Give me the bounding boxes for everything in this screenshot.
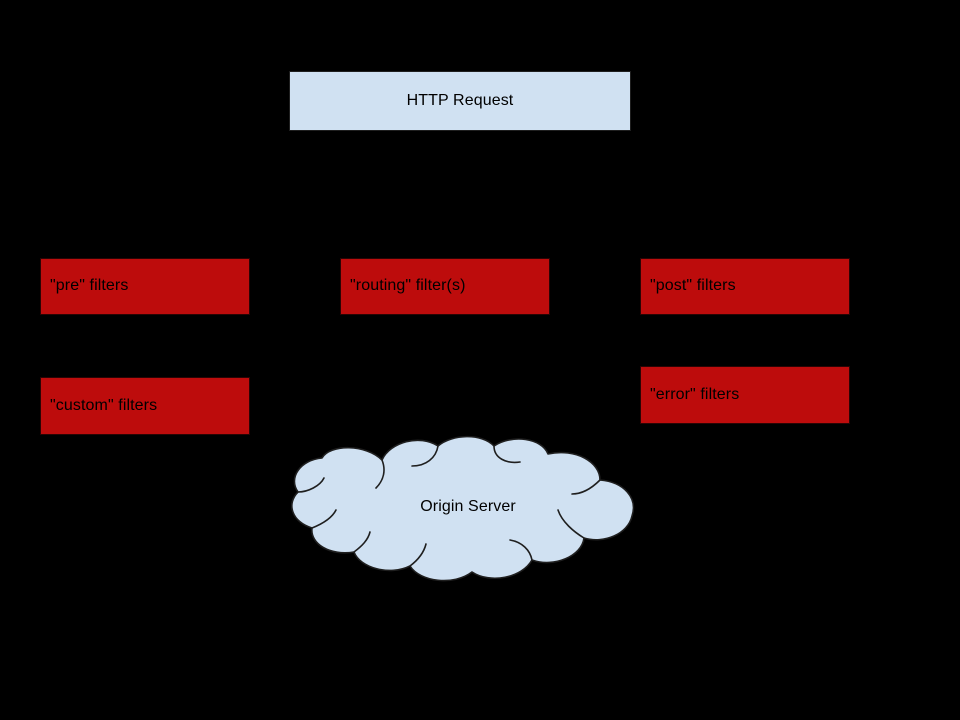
node-pre-filters-label: "pre" filters	[50, 277, 129, 295]
node-routing-filters-label: "routing" filter(s)	[350, 277, 466, 295]
node-routing-filters[interactable]: "routing" filter(s)	[340, 258, 550, 315]
node-pre-filters[interactable]: "pre" filters	[40, 258, 250, 315]
node-http-request[interactable]: HTTP Request	[289, 71, 631, 131]
node-custom-filters[interactable]: "custom" filters	[40, 377, 250, 435]
node-http-request-label: HTTP Request	[406, 91, 514, 109]
node-custom-filters-label: "custom" filters	[50, 396, 158, 414]
node-post-filters[interactable]: "post" filters	[640, 258, 850, 315]
node-origin-server[interactable]: Origin Server	[286, 435, 638, 584]
cloud-icon	[291, 435, 635, 582]
node-error-filters-label: "error" filters	[650, 385, 740, 403]
node-post-filters-label: "post" filters	[650, 277, 736, 295]
node-error-filters[interactable]: "error" filters	[640, 366, 850, 424]
